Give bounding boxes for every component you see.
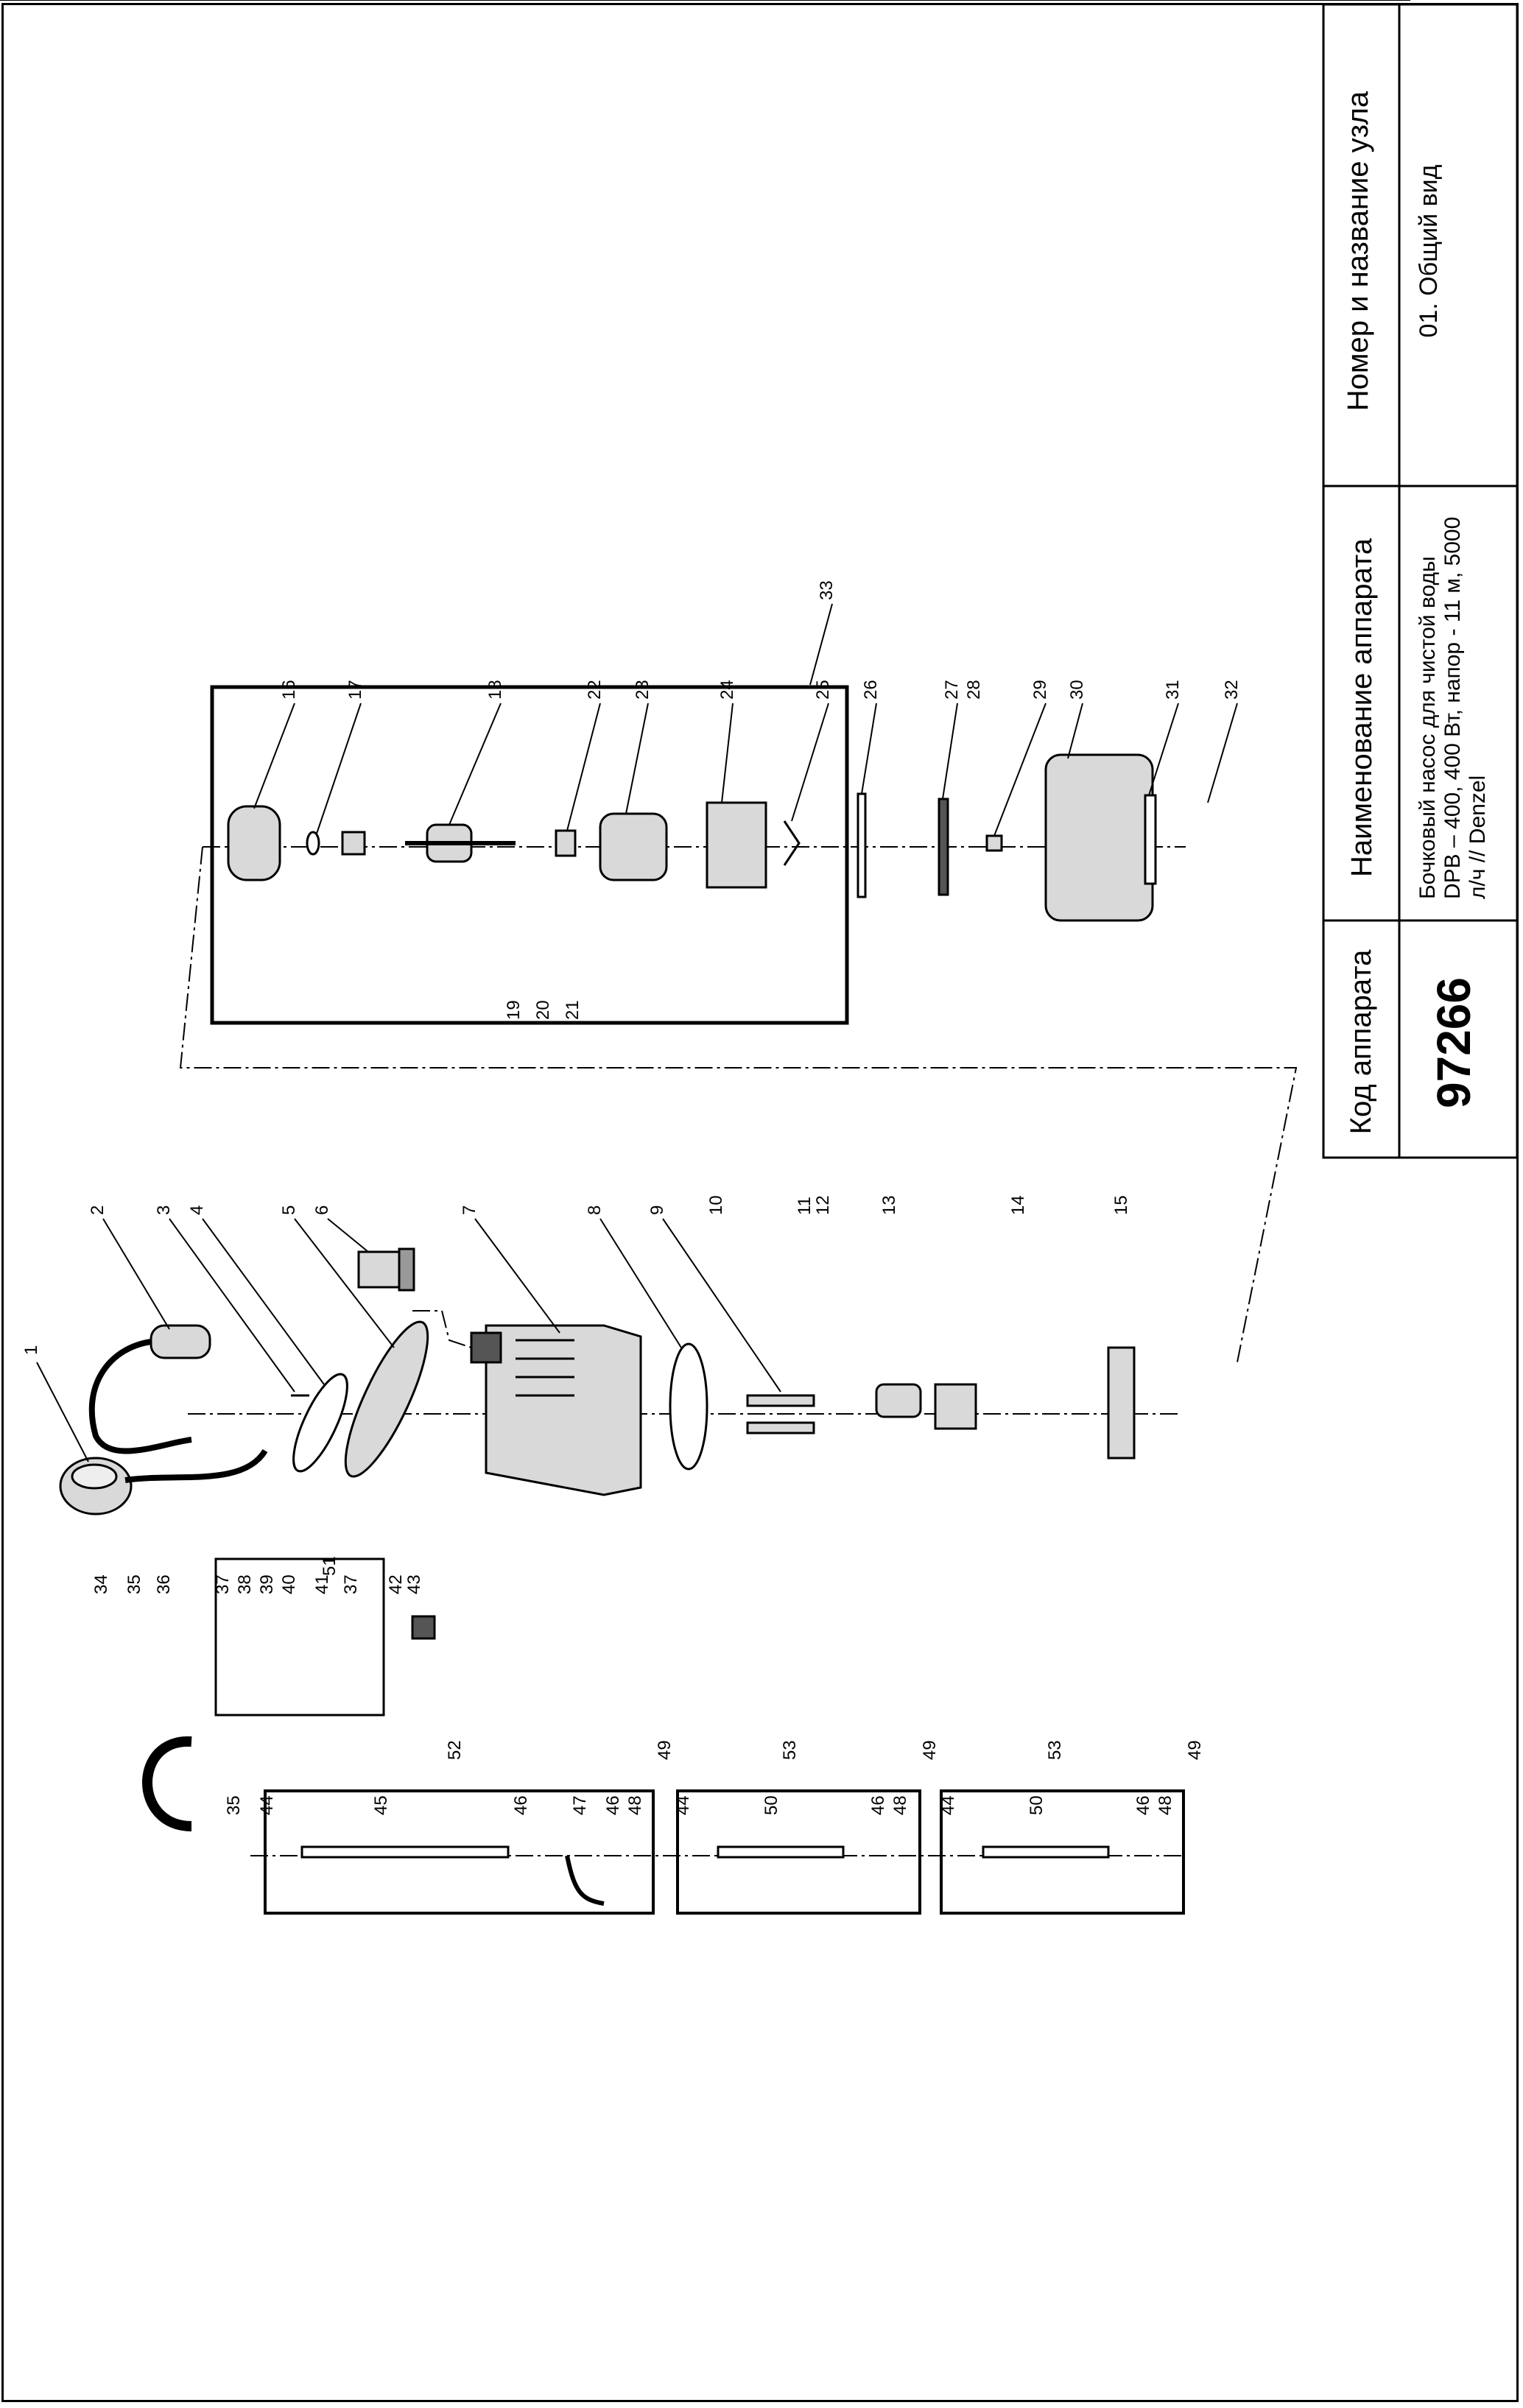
- callout-44: 44: [257, 1795, 277, 1815]
- callout-47: 47: [570, 1795, 590, 1815]
- title-block-outline: [1322, 3, 1519, 1159]
- apparatus-code: 97266: [1427, 977, 1480, 1108]
- callout-24: 24: [717, 680, 737, 700]
- callout-33: 33: [817, 580, 837, 600]
- callout-29: 29: [1030, 680, 1050, 700]
- callout-18: 18: [485, 680, 505, 700]
- callout-5: 5: [279, 1205, 299, 1215]
- callout-23: 23: [633, 680, 653, 700]
- callout-21: 21: [563, 1000, 583, 1020]
- callout-31: 31: [1163, 680, 1183, 700]
- callout-39: 39: [257, 1574, 277, 1594]
- callout-53: 53: [780, 1740, 800, 1760]
- callout-11: 11: [795, 1197, 815, 1215]
- callout-7: 7: [460, 1205, 479, 1215]
- callout-36: 36: [154, 1574, 174, 1594]
- callout-2: 2: [88, 1205, 108, 1215]
- node-header: Номер и название узла: [1342, 91, 1374, 412]
- title-block: Код аппарата 97266 Наименование аппарата…: [1323, 4, 1517, 1158]
- callout-20: 20: [533, 1000, 553, 1020]
- name-header: Наименование аппарата: [1346, 538, 1378, 877]
- callout-6: 6: [312, 1205, 332, 1215]
- group-box-52: [264, 1789, 655, 1915]
- callout-49: 49: [1185, 1740, 1205, 1760]
- callout-17: 17: [345, 680, 365, 700]
- group-box-53-b: [940, 1789, 1185, 1915]
- callout-10: 10: [706, 1195, 726, 1215]
- callout-1: 1: [21, 1345, 41, 1355]
- callout-15: 15: [1111, 1195, 1131, 1215]
- callout-49: 49: [920, 1740, 940, 1760]
- callout-53: 53: [1045, 1740, 1065, 1760]
- callout-40: 40: [279, 1574, 299, 1594]
- callout-44: 44: [673, 1795, 693, 1815]
- callout-48: 48: [625, 1795, 645, 1815]
- callout-27: 27: [942, 680, 962, 700]
- callout-50: 50: [1027, 1795, 1047, 1815]
- callout-35: 35: [124, 1574, 144, 1594]
- callout-45: 45: [371, 1795, 391, 1815]
- group-box-53-a: [676, 1789, 921, 1915]
- callout-44: 44: [938, 1795, 958, 1815]
- callout-32: 32: [1222, 680, 1242, 700]
- callout-26: 26: [861, 680, 881, 700]
- callout-8: 8: [585, 1205, 605, 1215]
- callout-46: 46: [511, 1795, 531, 1815]
- callout-41: 41: [312, 1574, 332, 1594]
- callout-37: 37: [341, 1574, 361, 1594]
- callout-19: 19: [504, 1000, 524, 1020]
- callout-14: 14: [1008, 1195, 1028, 1215]
- callout-13: 13: [879, 1195, 899, 1215]
- callout-4: 4: [187, 1205, 207, 1215]
- callout-48: 48: [890, 1795, 910, 1815]
- callout-52: 52: [445, 1740, 465, 1760]
- callout-50: 50: [762, 1795, 781, 1815]
- callout-12: 12: [813, 1195, 833, 1215]
- callout-43: 43: [404, 1574, 424, 1594]
- callout-28: 28: [964, 680, 984, 700]
- callout-48: 48: [1156, 1795, 1175, 1815]
- apparatus-name: Бочковый насос для чистой воды DPB – 400…: [1415, 516, 1490, 899]
- callout-9: 9: [647, 1205, 667, 1215]
- drawing-frame: [1, 3, 1519, 2402]
- callout-3: 3: [154, 1205, 174, 1215]
- callout-37: 37: [213, 1574, 233, 1594]
- callout-42: 42: [386, 1574, 406, 1594]
- group-box-51: [214, 1557, 385, 1717]
- callout-38: 38: [235, 1574, 255, 1594]
- callout-34: 34: [91, 1574, 111, 1594]
- callout-46: 46: [868, 1795, 888, 1815]
- code-header: Код аппарата: [1345, 949, 1377, 1135]
- callout-35: 35: [224, 1795, 244, 1815]
- callout-30: 30: [1067, 680, 1087, 700]
- callout-51: 51: [320, 1556, 340, 1576]
- callout-16: 16: [279, 680, 299, 700]
- callout-49: 49: [655, 1740, 675, 1760]
- callout-46: 46: [603, 1795, 623, 1815]
- callout-22: 22: [585, 680, 605, 700]
- callout-46: 46: [1133, 1795, 1153, 1815]
- group-box-33: [210, 685, 849, 1025]
- node-name: 01. Общий вид: [1415, 164, 1443, 338]
- callout-25: 25: [813, 680, 833, 700]
